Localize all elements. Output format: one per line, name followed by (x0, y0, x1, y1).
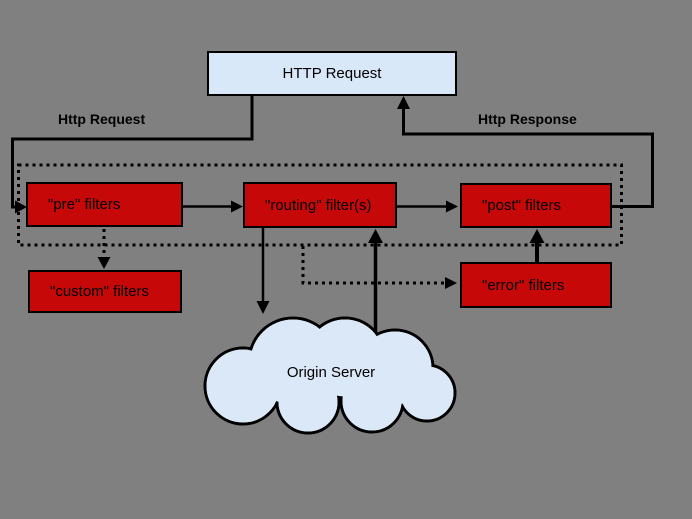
request-path-arrowhead (15, 200, 27, 214)
request-path-line (11, 96, 254, 209)
http-request-box: HTTP Request (207, 51, 457, 96)
origin-server-cloud (203, 316, 457, 435)
custom-filters-box: "custom" filters (28, 270, 182, 313)
error-filters-box: "error" filters (460, 262, 612, 308)
post-filters-box: "post" filters (460, 183, 612, 228)
filter-lifecycle-dotted-rect (17, 163, 623, 247)
routing-filters-label: "routing" filter(s) (265, 196, 372, 214)
post-filters-label: "post" filters (482, 197, 562, 214)
http-response-flow-label: Http Response (478, 111, 577, 127)
arrowhead-routing-to-origin (256, 301, 270, 314)
http-request-box-label: HTTP Request (282, 65, 382, 82)
response-path-arrowhead (397, 96, 410, 109)
error-filters-label: "error" filters (482, 276, 565, 294)
arrowhead-pre-to-custom (97, 257, 111, 269)
arrowhead-pre-to-routing (231, 200, 243, 213)
origin-server-label: Origin Server (286, 364, 376, 381)
routing-filters-box: "routing" filter(s) (243, 182, 397, 228)
arrowhead-origin-to-routing (368, 229, 383, 243)
arrowhead-routing-to-post (446, 200, 458, 213)
arrowhead-routing-to-error (445, 277, 457, 289)
response-path-line (402, 106, 654, 208)
arrowhead-error-to-post (529, 229, 545, 243)
pre-filters-box: "pre" filters (26, 182, 183, 227)
http-request-flow-label: Http Request (58, 111, 146, 127)
dotted-arrow-routing-to-error (301, 246, 445, 285)
custom-filters-label: "custom" filters (50, 283, 150, 300)
pre-filters-label: "pre" filters (48, 196, 121, 213)
